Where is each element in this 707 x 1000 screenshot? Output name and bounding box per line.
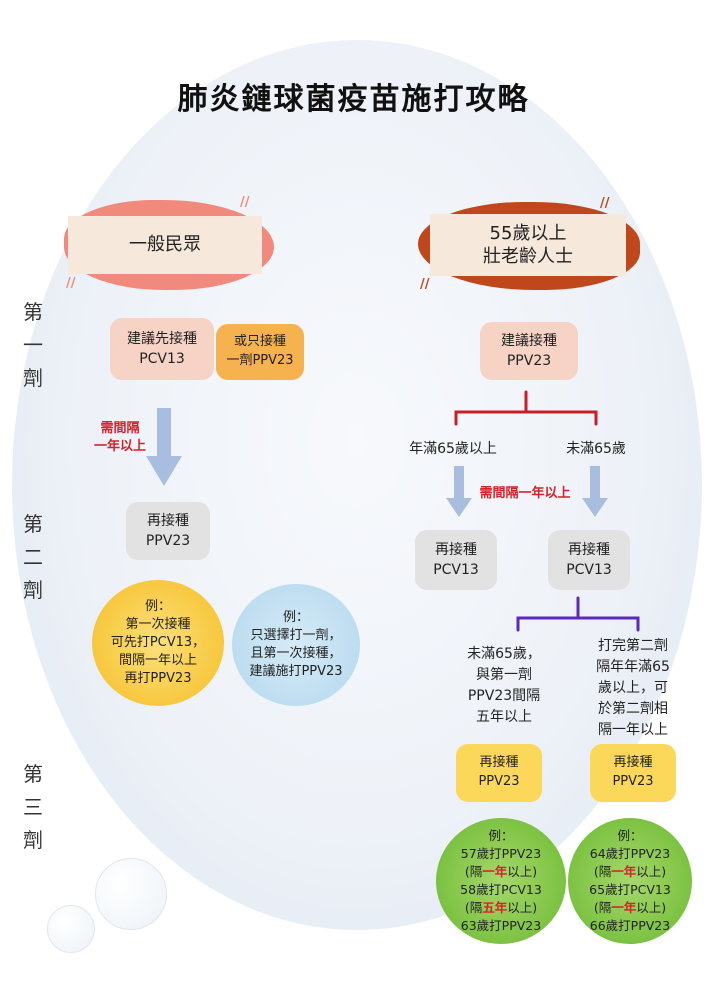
example-a-line-5: (隔五年以上) bbox=[464, 900, 538, 916]
right-condition-a: 未滿65歲， 與第一劑 PPV23間隔 五年以上 bbox=[467, 646, 541, 725]
left-header-label: 一般民眾 bbox=[68, 216, 262, 274]
right-down-arrow-a bbox=[446, 466, 472, 517]
right-example-b: 例： 64歲打PPV23 (隔一年以上) 65歲打PCV13 (隔一年以上) 6… bbox=[568, 818, 692, 944]
right-third-dose-box-a: 再接種 PPV23 bbox=[456, 744, 542, 802]
right-second-dose-box-a: 再接種 PCV13 bbox=[415, 530, 497, 590]
left-interval-label: 需間隔 一年以上 bbox=[93, 421, 146, 455]
right-interval-label: 需間隔一年以上 bbox=[479, 486, 571, 501]
example-b-line-3: (隔一年以上) bbox=[593, 863, 667, 879]
decorative-bubble-large bbox=[95, 858, 167, 930]
right-down-arrow-b bbox=[582, 466, 608, 517]
right-branch-b-label: 未滿65歲 bbox=[566, 441, 626, 457]
left-example-a: 例： 第一次接種 可先打PCV13， 間隔一年以上 再打PPV23 bbox=[92, 580, 224, 706]
example-a-line-4: 58歲打PCV13 bbox=[460, 882, 542, 897]
stage-label-third: 第三劑 bbox=[23, 762, 43, 852]
example-b-line-6: 66歲打PPV23 bbox=[589, 918, 671, 934]
right-example-a: 例： 57歲打PPV23 (隔一年以上) 58歲打PCV13 (隔五年以上) 6… bbox=[436, 818, 566, 944]
right-branch-bracket-red bbox=[454, 390, 598, 426]
stage-label-second: 第二劑 bbox=[23, 512, 43, 602]
left-example-b: 例： 只選擇打一劑， 且第一次接種， 建議施打PPV23 bbox=[232, 584, 360, 706]
stage-label-first: 第一劑 bbox=[23, 300, 43, 390]
left-second-dose-box: 再接種 PPV23 bbox=[126, 502, 210, 560]
left-header-deco-2: // bbox=[66, 276, 76, 291]
right-second-dose-box-b: 再接種 PCV13 bbox=[548, 530, 630, 590]
right-header-label: 55歲以上 壯老齡人士 bbox=[430, 214, 626, 276]
example-b-line-5: (隔一年以上) bbox=[593, 900, 667, 916]
example-a-line-2: 57歲打PPV23 bbox=[460, 845, 542, 861]
right-branch-bracket-purple bbox=[516, 596, 640, 632]
left-first-dose-box: 建議先接種 PCV13 bbox=[110, 318, 214, 380]
left-header-deco: // bbox=[240, 195, 250, 210]
left-down-arrow bbox=[146, 408, 182, 486]
decorative-bubble-small bbox=[47, 905, 95, 953]
right-condition-b: 打完第二劑 隔年年滿65 歲以上，可 於第二劑相 隔一年以上 bbox=[596, 638, 670, 738]
example-a-line-3: (隔一年以上) bbox=[464, 863, 538, 879]
example-a-line-6: 63歲打PPV23 bbox=[460, 918, 542, 934]
right-header-deco: // bbox=[600, 196, 610, 211]
example-b-line-1: 例： bbox=[617, 827, 643, 843]
example-b-line-2: 64歲打PPV23 bbox=[589, 845, 671, 861]
right-branch-a-label: 年滿65歲以上 bbox=[409, 441, 497, 457]
page-title: 肺炎鏈球菌疫苗施打攻略 bbox=[177, 82, 530, 117]
left-alt-dose-box: 或只接種 一劑PPV23 bbox=[216, 324, 304, 380]
right-first-dose-box: 建議接種 PPV23 bbox=[480, 322, 578, 380]
example-a-line-1: 例： bbox=[488, 827, 514, 843]
background-watercolor-circle bbox=[12, 40, 702, 930]
right-header-deco-2: // bbox=[420, 277, 430, 292]
example-b-line-4: 65歲打PCV13 bbox=[589, 882, 671, 897]
right-third-dose-box-b: 再接種 PPV23 bbox=[590, 744, 676, 802]
